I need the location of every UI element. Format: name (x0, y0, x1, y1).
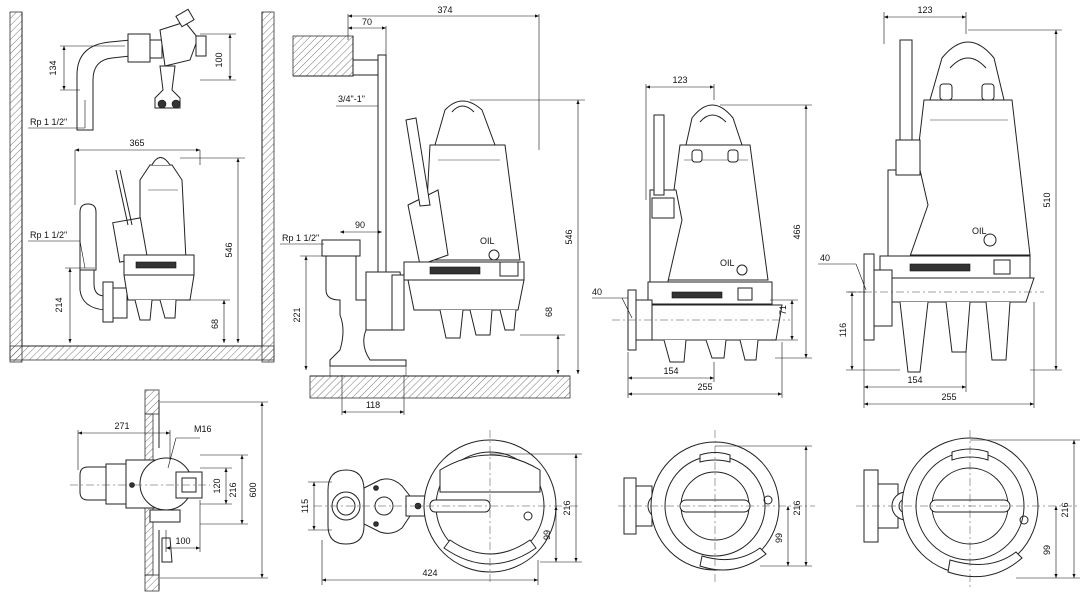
view-pit-installation: 134 100 Rp 1 1/2" 3 (9, 8, 275, 363)
auto-coupling-base (321, 239, 407, 376)
dim-546-pit: 546 (224, 242, 234, 257)
view-auto-coupling: OIL 70 374 3/4"-1" 90 Rp 1 1/2" 221 118 … (280, 5, 585, 415)
label-oil-side-large: OIL (972, 226, 987, 236)
dim-221: 221 (292, 307, 302, 322)
dim-214: 214 (54, 297, 64, 312)
dim-255-large: 255 (941, 392, 956, 402)
plan-view-coupling: 115 216 99 424 (300, 430, 582, 585)
dim-100-plan: 100 (175, 536, 190, 546)
dim-40-large: 40 (820, 253, 830, 263)
dim-466: 466 (792, 224, 802, 239)
view-pump-side-large: OIL 123 510 40 116 154 255 (818, 5, 1062, 408)
pit-wall-left (9, 11, 23, 363)
label-oil-side-small: OIL (720, 258, 735, 268)
pump-handle (685, 104, 743, 146)
dim-271: 271 (114, 421, 129, 431)
dim-70: 70 (362, 17, 372, 27)
dim-216-plan4: 216 (1060, 502, 1070, 517)
dim-255-small: 255 (697, 382, 712, 392)
label-rp-top: Rp 1 1/2" (30, 117, 67, 127)
plan-view-pump-large: 216 99 (856, 430, 1080, 590)
guide-pipe (377, 54, 387, 286)
flange-large (863, 253, 875, 341)
dim-99-plan2: 99 (542, 530, 552, 540)
label-m16: M16 (194, 424, 212, 434)
plan-view-pump-small: 216 99 (618, 430, 815, 585)
dim-216-plan1: 216 (228, 482, 238, 497)
floor-hatch (309, 375, 571, 399)
dim-374: 374 (437, 5, 452, 15)
dim-40-small: 40 (592, 287, 602, 297)
dim-99-plan3: 99 (774, 533, 784, 543)
dim-154-large: 154 (907, 375, 922, 385)
ceiling-hatch (292, 35, 354, 77)
dim-216-plan2: 216 (562, 500, 572, 515)
bend-pipe-with-valve (76, 8, 207, 131)
label-rp-coupling: Rp 1 1/2" (282, 233, 319, 243)
label-pipe-size: 3/4"-1" (338, 94, 365, 104)
dim-120: 120 (212, 478, 222, 493)
dim-600: 600 (248, 482, 258, 497)
pit-wall-right (261, 11, 275, 363)
dim-100: 100 (214, 52, 224, 67)
dim-123-large: 123 (917, 5, 932, 15)
dim-424: 424 (422, 568, 437, 578)
dim-154-small: 154 (663, 366, 678, 376)
dim-68-pit: 68 (210, 319, 220, 329)
dim-115: 115 (300, 499, 310, 513)
plan-view-bend: 271 M16 120 216 600 100 (70, 389, 268, 592)
view-pump-side-small: OIL 123 466 40 71 154 255 (592, 75, 812, 398)
dim-134: 134 (48, 60, 58, 75)
dim-71: 71 (778, 305, 788, 315)
pump-on-coupling: OIL (403, 100, 525, 339)
dim-68-coupling: 68 (544, 307, 554, 317)
dim-118: 118 (366, 400, 380, 410)
dim-116: 116 (838, 323, 848, 337)
pit-floor (9, 345, 275, 361)
dim-546-coupling: 546 (564, 229, 574, 244)
label-rp-pit: Rp 1 1/2" (30, 230, 67, 240)
label-oil-coupling: OIL (480, 236, 495, 246)
dim-90: 90 (355, 220, 365, 230)
dim-99-plan4: 99 (1042, 545, 1052, 555)
dim-216-plan3: 216 (792, 500, 802, 515)
dim-510: 510 (1042, 192, 1052, 207)
dim-365: 365 (129, 138, 144, 148)
pump-in-pit (79, 157, 195, 323)
dim-123-small: 123 (672, 75, 687, 85)
